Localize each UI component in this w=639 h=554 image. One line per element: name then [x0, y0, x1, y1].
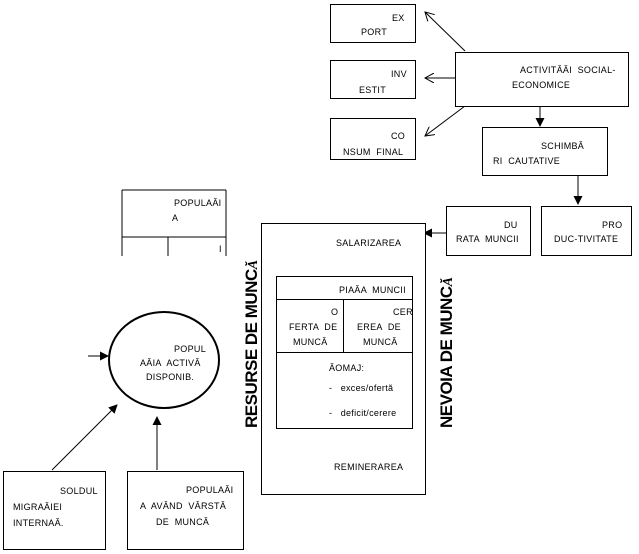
productivitate-line1: PRO — [602, 220, 623, 230]
durata-line1: DU — [504, 220, 518, 230]
varsta-line1: POPULAĂI — [186, 485, 234, 495]
oferta-line2: FERTA DE — [289, 322, 338, 332]
consum-line1: CO — [391, 131, 406, 141]
durata-box: DU RATA MUNCII — [446, 206, 531, 256]
invest-box: INV ESTIT — [330, 60, 416, 99]
resurse-de-munca-label: RESURSE DE MUNCĂ — [242, 260, 261, 428]
activitati-line2: ECONOMICE — [512, 80, 571, 90]
varsta-line2: A AVÂND VÂRSTĂ — [140, 501, 227, 511]
salarizarea-label: SALARIZAREA — [336, 238, 402, 248]
somaj-deficit: - deficit/cerere — [329, 408, 397, 418]
arrow-to-consum — [425, 105, 466, 136]
schimbari-line1: SCHIMBĂ — [541, 141, 585, 151]
consum-line2: NSUM FINAL — [343, 147, 404, 157]
active-population-circle — [108, 311, 220, 409]
nevoia-de-munca-label: NEVOIA DE MUNCĂ — [437, 277, 456, 428]
varsta-line3: DE MUNCĂ — [156, 517, 210, 527]
varsta-box: POPULAĂI A AVÂND VÂRSTĂ DE MUNCĂ — [127, 471, 244, 550]
invest-line2: ESTIT — [359, 85, 387, 95]
durata-line2: RATA MUNCII — [456, 234, 519, 244]
soldul-line3: INTERNAĂ. — [13, 518, 64, 528]
export-box: EX PORT — [330, 4, 416, 43]
invest-line1: INV — [391, 69, 407, 79]
somaj-exces: - exces/ofertă — [329, 383, 394, 393]
oferta-line3: MUNCĂ — [293, 337, 328, 347]
cererea-line3: MUNCĂ — [363, 337, 398, 347]
arrow-from-soldul — [51, 404, 118, 471]
remunerarea-label: REMINERAREA — [334, 462, 404, 472]
piata-muncii-label: PIAĂA MUNCII — [339, 285, 406, 295]
popul-activa-line3: DISPONIB. — [146, 372, 195, 382]
piata-muncii-box: PIAĂA MUNCII O FERTA DE MUNCĂ CER EREA D… — [276, 276, 413, 429]
popul-activa-line1: POPUL — [174, 344, 207, 354]
soldul-line2: MIGRAĂIEI — [13, 502, 63, 512]
soldul-line1: SOLDUL — [60, 486, 98, 496]
cererea-line2: EREA DE — [357, 322, 401, 332]
productivitate-line2: DUC-TIVITATE — [554, 234, 619, 244]
schimbari-box: SCHIMBĂ RI CAUTATIVE — [482, 127, 608, 176]
consum-box: CO NSUM FINAL — [330, 118, 416, 160]
populatia-line2: A — [172, 213, 179, 223]
activitati-box: ACTIVITĂĂI SOCIAL- ECONOMICE — [455, 52, 629, 107]
productivitate-box: PRO DUC-TIVITATE — [541, 206, 632, 256]
schimbari-line2: RI CAUTATIVE — [493, 156, 561, 166]
labor-market-box: SALARIZAREA PIAĂA MUNCII O FERTA DE MUNC… — [261, 223, 426, 495]
cererea-line1: CER — [393, 307, 413, 317]
oferta-line1: O — [331, 307, 339, 317]
activitati-line1: ACTIVITĂĂI SOCIAL- — [520, 65, 616, 75]
soldul-box: SOLDUL MIGRAĂIEI INTERNAĂ. — [3, 471, 106, 550]
popul-activa-line2: AĂIA ACTIVĂ — [140, 358, 201, 368]
populatia-mark: I — [219, 244, 222, 254]
populatia-line1: POPULAĂI — [174, 198, 222, 208]
export-line2: PORT — [361, 27, 388, 37]
export-line1: EX — [392, 13, 405, 23]
somaj-label: ĂOMAJ: — [329, 363, 365, 373]
arrow-to-export — [425, 12, 466, 52]
